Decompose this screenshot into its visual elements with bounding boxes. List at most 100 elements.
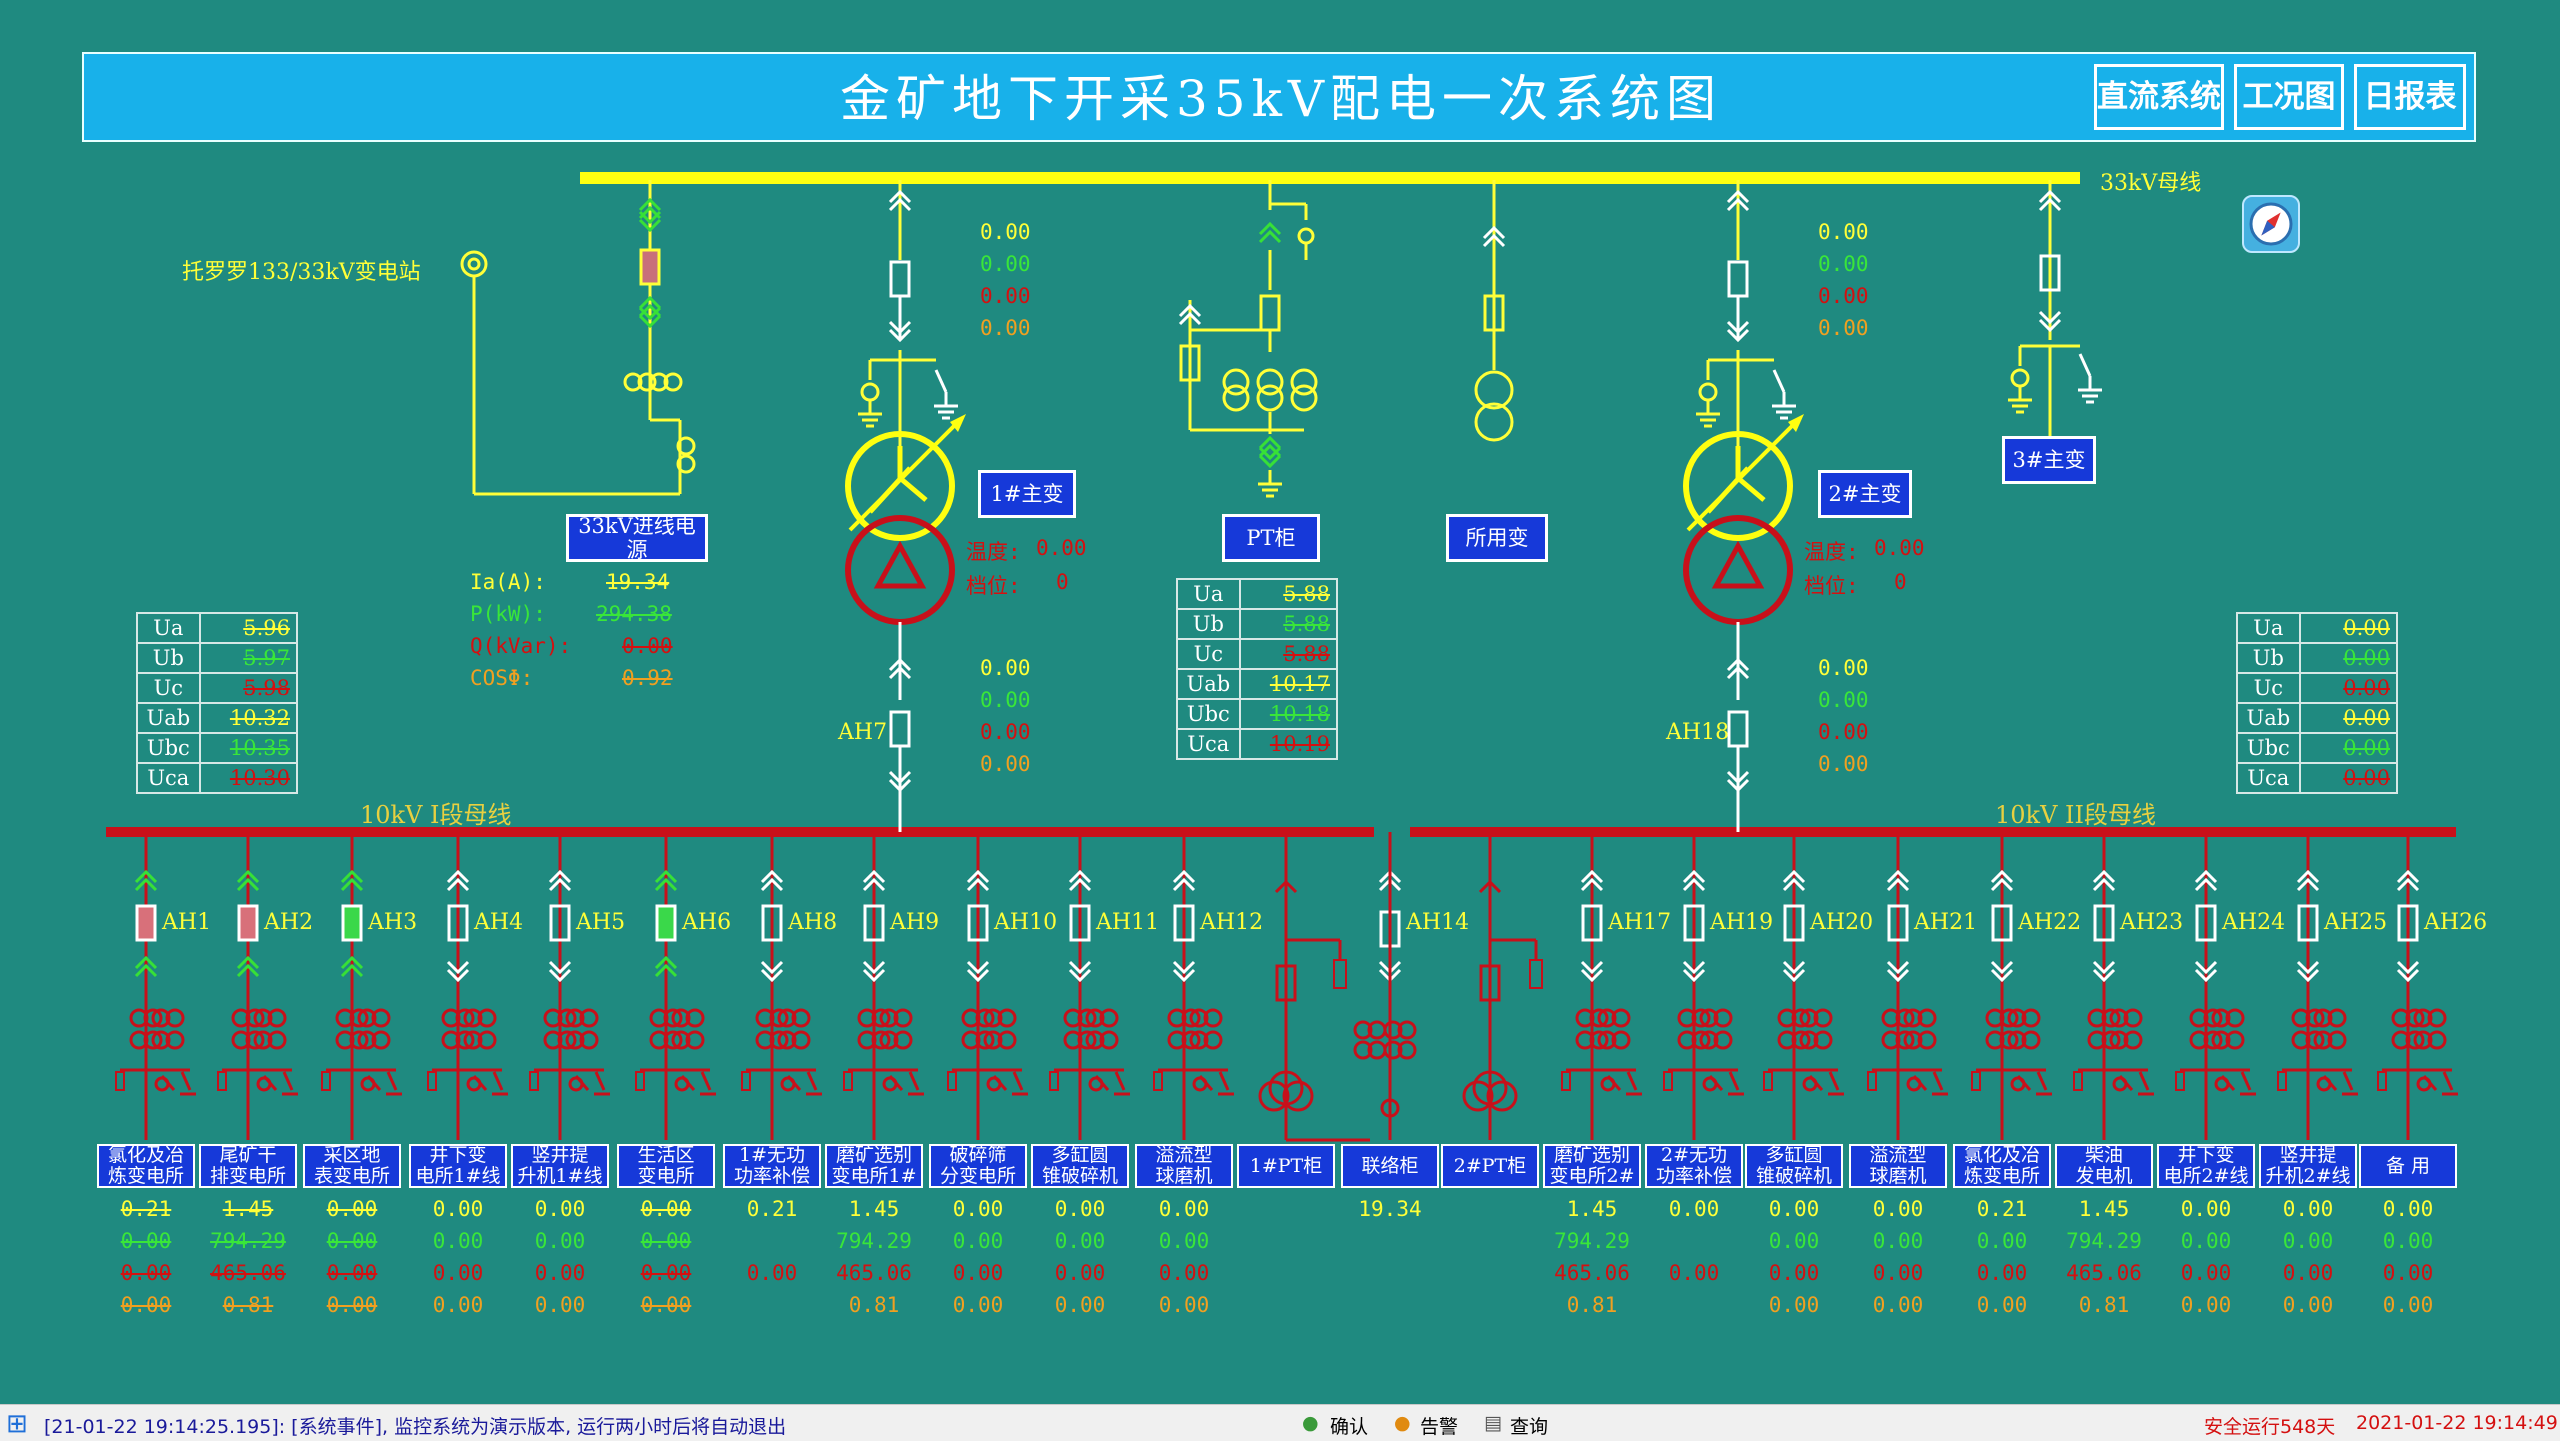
- feeder-name-box[interactable]: 2#无功 功率补偿: [1645, 1144, 1743, 1188]
- transformer-1-box[interactable]: 1#主变: [978, 470, 1076, 518]
- ia-value: 19.34: [606, 570, 670, 594]
- feeder-name-box[interactable]: 多缸圆 锥破碎机: [1745, 1144, 1843, 1188]
- ct-coil: [2313, 1008, 2333, 1028]
- feeder-name-box[interactable]: 溢流型 球磨机: [1135, 1144, 1233, 1188]
- disconnect-arrow: [1580, 968, 1604, 983]
- feeder-value: 465.06: [1554, 1261, 1630, 1285]
- feeder-name-box[interactable]: 破碎筛 分变电所: [929, 1144, 1027, 1188]
- feeder-name-box[interactable]: 采区地 表变电所: [303, 1144, 401, 1188]
- disconnect-arrow: [1172, 869, 1196, 884]
- earth-switch: [386, 1071, 398, 1091]
- feeder-name-box[interactable]: 氯化及冶 炼变电所: [97, 1144, 195, 1188]
- confirm-icon[interactable]: ●: [1302, 1412, 1319, 1434]
- feeder-name-box[interactable]: 溢流型 球磨机: [1849, 1144, 1947, 1188]
- earth-switch: [492, 1071, 504, 1091]
- q-label: Q(kVar):: [470, 634, 572, 658]
- confirm-button[interactable]: 确认: [1330, 1416, 1369, 1438]
- incoming-power-box[interactable]: 33kV进线电源: [566, 514, 708, 562]
- feeder-value: 0.00: [2382, 1197, 2434, 1221]
- t1-tap: 0: [1056, 570, 1069, 594]
- alarm-button[interactable]: 告警: [1420, 1416, 1459, 1438]
- voltage-key: Uab: [2236, 702, 2301, 734]
- pt-coil: [1088, 1076, 1104, 1092]
- work-condition-button[interactable]: 工况图: [2234, 64, 2344, 130]
- feeder-name-box[interactable]: 尾矿干 排变电所: [199, 1144, 297, 1188]
- feeder-name-box[interactable]: 2#PT柜: [1441, 1144, 1539, 1188]
- disconnect-arrow: [2092, 877, 2116, 892]
- ct-coil: [455, 1030, 475, 1050]
- feeder-name-box[interactable]: 1#PT柜: [1237, 1144, 1335, 1188]
- dc-system-button[interactable]: 直流系统: [2094, 64, 2224, 130]
- voltage-value: 10.17: [1238, 668, 1339, 700]
- ct-coil: [671, 1030, 691, 1050]
- transformer-2-box[interactable]: 2#主变: [1818, 470, 1912, 518]
- disconnect-arrow: [2038, 189, 2062, 204]
- feeder-name-box[interactable]: 磨矿选别 变电所1#: [825, 1144, 923, 1188]
- feeder-name-box[interactable]: 1#无功 功率补偿: [723, 1144, 821, 1188]
- earth-switch: [282, 1071, 294, 1091]
- aux-transformer-box[interactable]: 所用变: [1446, 514, 1548, 562]
- feeder-value: 0.00: [952, 1229, 1004, 1253]
- windows-icon[interactable]: ⊞: [6, 1409, 28, 1439]
- feeder-value: 0.00: [1976, 1229, 2028, 1253]
- pt-coil: [1698, 382, 1718, 402]
- disconnect-arrow: [888, 665, 912, 680]
- ct-coil: [685, 1030, 705, 1050]
- feeder-name-box[interactable]: 竖井提 升机2#线: [2259, 1144, 2357, 1188]
- ct-coil: [871, 1030, 891, 1050]
- disconnect-arrow: [1172, 960, 1196, 975]
- arrester: [1561, 1071, 1571, 1091]
- ct-coil: [2305, 1008, 2325, 1028]
- t2-temp: 0.00: [1874, 536, 1925, 560]
- query-button[interactable]: 查询: [1510, 1416, 1549, 1438]
- voltage-value: 10.30: [198, 762, 299, 794]
- feeder-value: 0.00: [2282, 1229, 2334, 1253]
- feeder-name-box[interactable]: 多缸圆 锥破碎机: [1031, 1144, 1129, 1188]
- ct-coil: [151, 1030, 171, 1050]
- feeder-value: 0.00: [952, 1261, 1004, 1285]
- query-icon[interactable]: ▤: [1484, 1412, 1502, 1434]
- delta-symbol: [1711, 540, 1765, 589]
- ct-coil: [1575, 1008, 1595, 1028]
- earth-switch: [2240, 1071, 2252, 1091]
- feeder-ah-label: AH1: [162, 910, 212, 935]
- disconnect-arrow: [2396, 869, 2420, 884]
- ct-coil: [671, 1008, 691, 1028]
- disconnect-arrow: [1682, 960, 1706, 975]
- disconnect-arrow: [1782, 960, 1806, 975]
- feeder-name-box[interactable]: 氯化及冶 炼变电所: [1953, 1144, 2051, 1188]
- feeder-value: 0.00: [2180, 1197, 2232, 1221]
- arrester: [1663, 1071, 1673, 1091]
- feeder-name-box[interactable]: 备 用: [2359, 1144, 2457, 1188]
- feeder-name-box[interactable]: 竖井提 升机1#线: [511, 1144, 609, 1188]
- feeder-value: 1.45: [2078, 1197, 2130, 1221]
- disconnect-arrow: [1726, 189, 1750, 204]
- feeder-name-box[interactable]: 井下变 电所2#线: [2157, 1144, 2255, 1188]
- t1-low-q: 0.00: [980, 720, 1031, 744]
- breaker: [863, 904, 885, 942]
- daily-report-button[interactable]: 日报表: [2354, 64, 2466, 130]
- pt-cabinet-box[interactable]: PT柜: [1222, 514, 1320, 562]
- pt-coil: [2112, 1076, 2128, 1092]
- feeder-name-box[interactable]: 井下变 电所1#线: [409, 1144, 507, 1188]
- ct-coil: [267, 1030, 287, 1050]
- bus-10kv-2-label: 10kV II段母线: [1995, 801, 2157, 829]
- feeder-name-box[interactable]: 生活区 变电所: [617, 1144, 715, 1188]
- feeder-name-box[interactable]: 柴油 发电机: [2055, 1144, 2153, 1188]
- disconnect-arrow: [1886, 968, 1910, 983]
- feeder-name-box[interactable]: 联络柜: [1341, 1144, 1439, 1188]
- ct-coil: [165, 1030, 185, 1050]
- feeder-value: 0.81: [848, 1293, 900, 1317]
- transformer-3-box[interactable]: 3#主变: [2002, 436, 2096, 484]
- ct-coil: [1813, 1008, 1833, 1028]
- feeder-name-box[interactable]: 磨矿选别 变电所2#: [1543, 1144, 1641, 1188]
- voltage-key: Ub: [136, 642, 201, 674]
- feeder-ah-label: AH5: [576, 910, 626, 935]
- compass-icon[interactable]: [2242, 195, 2300, 253]
- feeder-value: 0.00: [432, 1229, 484, 1253]
- alarm-icon[interactable]: ●: [1394, 1412, 1411, 1434]
